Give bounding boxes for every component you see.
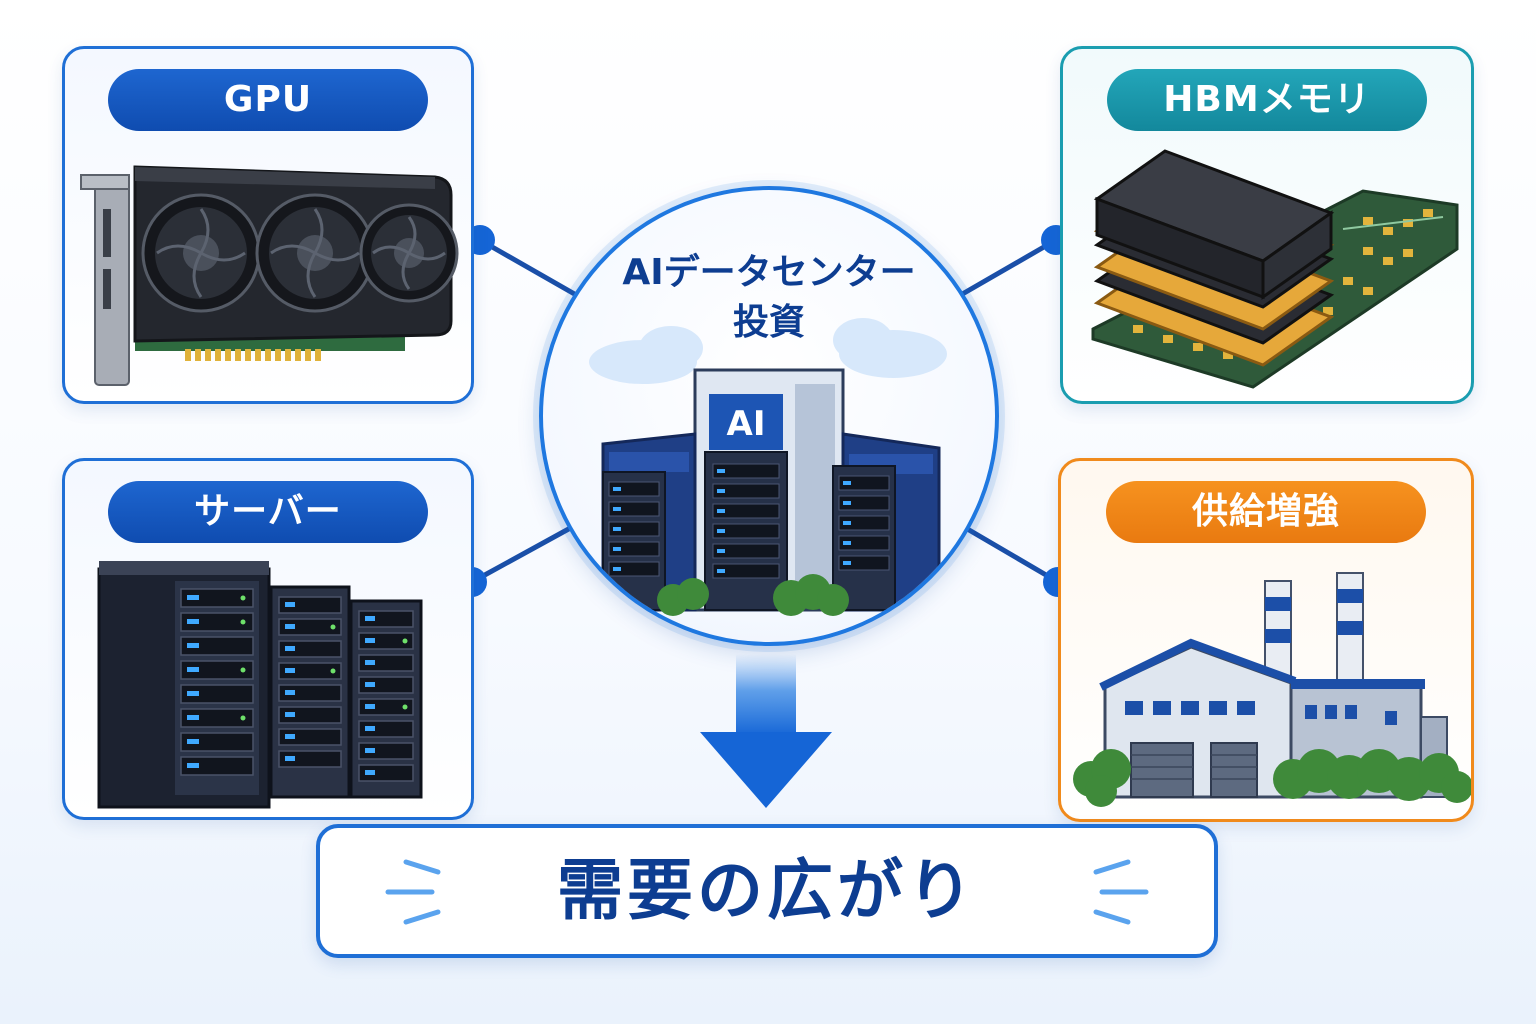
memory-chip-icon	[1091, 149, 1459, 389]
factory-icon	[1073, 572, 1471, 807]
ai-datacenter-hub: AI	[539, 186, 999, 646]
datacenter-building-icon: AI	[589, 318, 947, 616]
hbm-label: HBMメモリ	[1107, 69, 1427, 131]
emphasis-marks	[385, 859, 1149, 925]
connector-hbm	[949, 237, 1059, 303]
demand-label: 需要の広がり	[557, 852, 977, 929]
connector-server	[469, 517, 588, 585]
hub-title: AIデータセンター 投資	[543, 248, 995, 348]
supply-card: 供給増強	[1058, 458, 1474, 822]
demand-box: 需要の広がり	[316, 824, 1218, 958]
server-label: サーバー	[108, 481, 428, 543]
gpu-card-icon	[80, 165, 459, 386]
server-slots	[180, 588, 414, 782]
hbm-memory-card: HBMメモリ	[1060, 46, 1474, 404]
supply-label: 供給増強	[1106, 481, 1426, 543]
gpu-label: GPU	[108, 69, 428, 131]
hub-title-line1: AIデータセンター	[622, 252, 916, 293]
connector-gpu	[477, 237, 588, 303]
hub-title-line2: 投資	[732, 302, 805, 343]
server-card: サーバー	[62, 458, 474, 820]
connector-supply	[949, 517, 1061, 585]
hub-building-label: AI	[727, 404, 766, 444]
gpu-card: GPU	[62, 46, 474, 404]
server-rack-icon	[97, 561, 423, 809]
